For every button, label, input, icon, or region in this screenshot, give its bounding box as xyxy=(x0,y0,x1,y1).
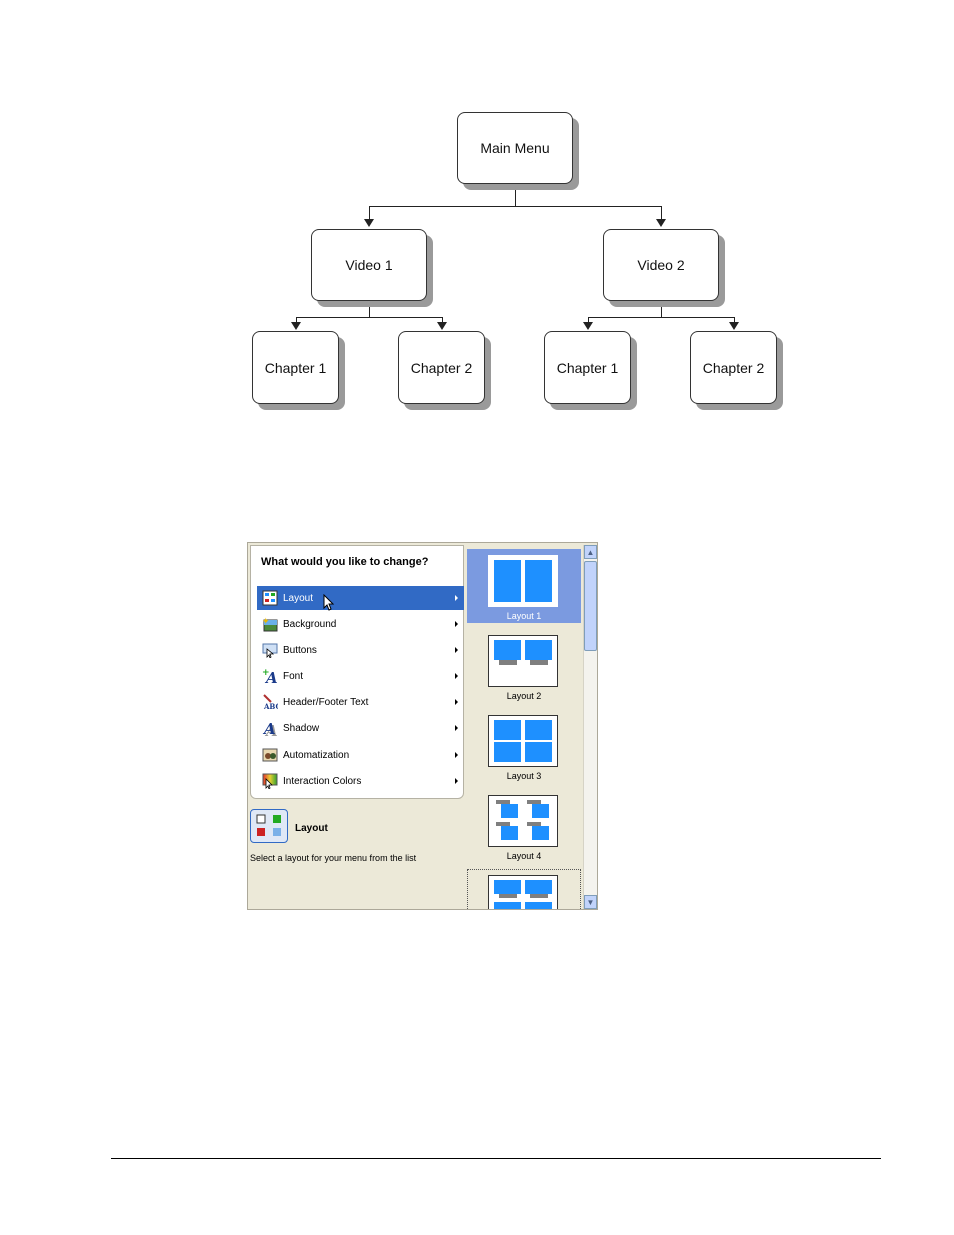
scroll-thumb[interactable] xyxy=(584,561,597,651)
connector-line xyxy=(661,301,662,317)
node-video-1: Video 1 xyxy=(311,229,427,301)
submenu-arrow-icon xyxy=(455,752,458,758)
background-icon: ✦ xyxy=(261,615,279,633)
svg-text:ABC: ABC xyxy=(263,702,278,710)
layout-option-3[interactable]: Layout 3 xyxy=(467,709,581,783)
detail-description: Select a layout for your menu from the l… xyxy=(250,853,416,863)
change-options-panel: What would you like to change? Layout ✦ … xyxy=(250,545,464,799)
layout-large-icon xyxy=(250,809,288,843)
menu-item-layout[interactable]: Layout xyxy=(257,586,464,610)
detail-title: Layout xyxy=(295,823,328,834)
mouse-cursor-icon xyxy=(323,594,335,612)
layout-option-5[interactable] xyxy=(467,869,581,910)
panel-question: What would you like to change? xyxy=(261,556,428,568)
menu-item-label: Header/Footer Text xyxy=(283,697,455,708)
arrow-down-icon xyxy=(656,219,666,227)
menu-item-automatization[interactable]: Automatization xyxy=(257,743,464,767)
layout-option-2[interactable]: Layout 2 xyxy=(467,629,581,703)
connector-line xyxy=(661,206,662,220)
layout-thumbnail xyxy=(488,715,558,767)
menu-structure-diagram: Main Menu Video 1 Video 2 Chapter 1 Chap… xyxy=(0,0,954,430)
arrow-down-icon xyxy=(583,322,593,330)
layout-thumbnail xyxy=(488,635,558,687)
arrow-down-icon xyxy=(291,322,301,330)
menu-item-label: Background xyxy=(283,619,455,630)
menu-item-label: Buttons xyxy=(283,645,455,656)
node-video1-chapter-2: Chapter 2 xyxy=(398,331,485,404)
svg-text:A: A xyxy=(262,720,276,736)
layout-option-4[interactable]: Layout 4 xyxy=(467,789,581,863)
layout-list-scrollbar[interactable]: ▲ ▼ xyxy=(583,545,597,909)
connector-line xyxy=(369,301,370,317)
node-main-menu: Main Menu xyxy=(457,112,573,184)
submenu-arrow-icon xyxy=(455,778,458,784)
scroll-up-button[interactable]: ▲ xyxy=(584,545,597,559)
node-video2-chapter-1: Chapter 1 xyxy=(544,331,631,404)
connector-line xyxy=(296,317,442,318)
connector-line xyxy=(369,206,661,207)
menu-item-label: Interaction Colors xyxy=(283,776,455,787)
menu-item-label: Shadow xyxy=(283,723,455,734)
layout-icon xyxy=(261,589,279,607)
submenu-arrow-icon xyxy=(455,699,458,705)
layout-thumbnail xyxy=(488,875,558,910)
layout-option-1[interactable]: Layout 1 xyxy=(467,549,581,623)
arrow-down-icon xyxy=(729,322,739,330)
connector-line xyxy=(515,184,516,206)
submenu-arrow-icon xyxy=(455,647,458,653)
font-icon: A+ xyxy=(261,667,279,685)
arrow-down-icon xyxy=(437,322,447,330)
menu-item-background[interactable]: ✦ Background xyxy=(257,612,464,636)
layout-thumbnail xyxy=(488,555,558,607)
submenu-arrow-icon xyxy=(455,595,458,601)
node-video-2: Video 2 xyxy=(603,229,719,301)
layout-thumbnail xyxy=(488,795,558,847)
svg-text:✦: ✦ xyxy=(262,617,270,627)
layout-list: Layout 1 Layout 2 Layout 3 xyxy=(465,545,582,909)
scroll-down-button[interactable]: ▼ xyxy=(584,895,597,909)
layout-label: Layout 1 xyxy=(467,611,581,621)
layout-label: Layout 4 xyxy=(467,851,581,861)
menu-item-interaction-colors[interactable]: Interaction Colors xyxy=(257,769,464,793)
menu-item-buttons[interactable]: Buttons xyxy=(257,638,464,662)
arrow-down-icon xyxy=(364,219,374,227)
layout-label: Layout 2 xyxy=(467,691,581,701)
svg-text:+: + xyxy=(262,668,270,678)
menu-editor-panel: What would you like to change? Layout ✦ … xyxy=(247,542,598,910)
connector-line xyxy=(369,206,370,220)
menu-item-label: Layout xyxy=(283,593,455,604)
submenu-arrow-icon xyxy=(455,725,458,731)
submenu-arrow-icon xyxy=(455,621,458,627)
node-video2-chapter-2: Chapter 2 xyxy=(690,331,777,404)
menu-item-label: Automatization xyxy=(283,750,455,761)
submenu-arrow-icon xyxy=(455,673,458,679)
node-video1-chapter-1: Chapter 1 xyxy=(252,331,339,404)
layout-label: Layout 3 xyxy=(467,771,581,781)
interaction-colors-icon xyxy=(261,772,279,790)
menu-item-label: Font xyxy=(283,671,455,682)
header-footer-text-icon: ABC xyxy=(261,693,279,711)
automatization-icon xyxy=(261,746,279,764)
footer-rule xyxy=(111,1158,881,1159)
buttons-icon xyxy=(261,641,279,659)
connector-line xyxy=(588,317,734,318)
menu-item-font[interactable]: A+ Font xyxy=(257,664,464,688)
menu-item-header-footer-text[interactable]: ABC Header/Footer Text xyxy=(257,690,464,714)
